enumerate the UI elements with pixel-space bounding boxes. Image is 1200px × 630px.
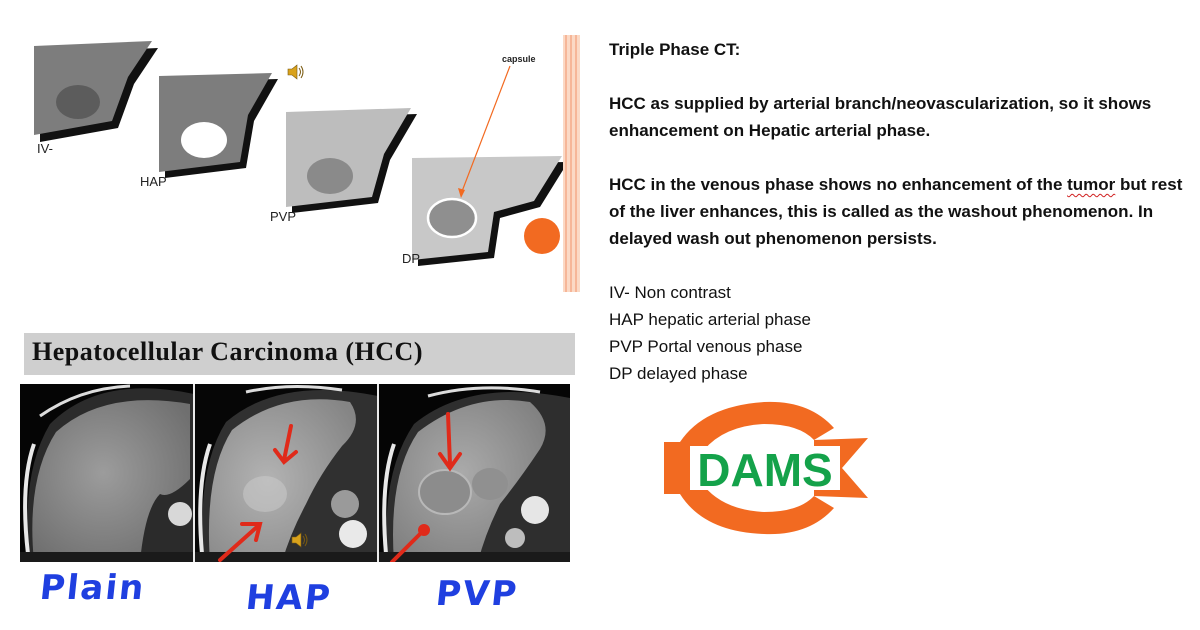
speaker-icon[interactable] (287, 64, 304, 80)
hcc-banner: Hepatocellular Carcinoma (HCC) (24, 333, 575, 375)
liver-iv (34, 41, 158, 142)
liver-dp (412, 156, 568, 266)
phase-label-iv: IV- (37, 141, 53, 156)
paragraph-hap-line1: HCC as supplied by arterial branch/neova… (609, 94, 1152, 113)
orange-marker (524, 218, 560, 254)
phase-label-pvp: PVP (270, 209, 297, 224)
capsule-arrow (460, 65, 511, 195)
ct-image-strip (20, 384, 570, 562)
handwritten-label-pvp: PVP (433, 574, 521, 614)
liver-phase-diagram (34, 35, 580, 292)
phase-label-hap: HAP (140, 174, 167, 189)
legend-item: HAP hepatic arterial phase (609, 310, 811, 329)
vertical-bar (563, 35, 580, 292)
liver-hap (159, 73, 278, 178)
ct-panel-pvp (378, 384, 570, 562)
dams-logo: DAMS (664, 401, 868, 535)
red-annotation-arrows (218, 412, 462, 562)
liver-pvp (286, 108, 417, 213)
banner-title: Hepatocellular Carcinoma (HCC) (32, 337, 423, 366)
legend-item: PVP Portal venous phase (609, 337, 803, 356)
speaker-icon-ct[interactable] (291, 532, 308, 548)
explanation-text: Triple Phase CT: HCC as supplied by arte… (609, 36, 1200, 387)
ct-scans (20, 384, 570, 562)
paragraph-venous-line3: delayed wash out phenomenon persists. (609, 229, 937, 248)
paragraph-hap-line2: enhancement on Hepatic arterial phase. (609, 121, 931, 140)
ct-panel-hap (194, 384, 378, 562)
handwritten-label-plain: Plain (37, 568, 148, 608)
ct-panel-plain (20, 384, 194, 562)
legend-item: DP delayed phase (609, 364, 748, 383)
paragraph-venous-line1: HCC in the venous phase shows no enhance… (609, 175, 1183, 194)
legend-item: IV- Non contrast (609, 283, 731, 302)
heading-triple-phase: Triple Phase CT: (609, 40, 741, 59)
paragraph-venous-line2: of the liver enhances, this is called as… (609, 202, 1154, 221)
handwritten-label-hap: HAP (243, 578, 334, 618)
capsule-label: capsule (502, 54, 536, 64)
logo-text: DAMS (697, 444, 832, 496)
phase-label-dp: DP (402, 251, 421, 266)
